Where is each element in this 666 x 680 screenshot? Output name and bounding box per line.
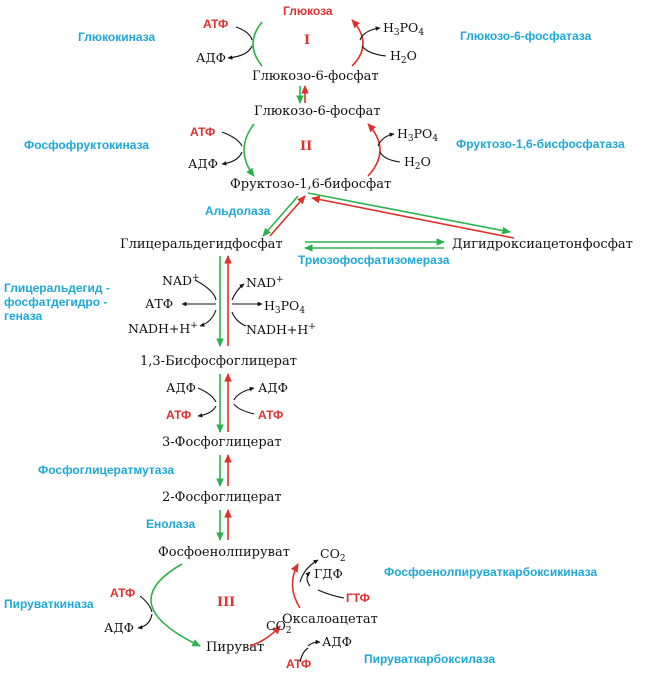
enzyme-pgm: Фосфоглицератмутаза (38, 463, 174, 477)
enzyme-pk: Пируваткиназа (4, 597, 94, 611)
atp-in-arrow (139, 595, 153, 613)
g6p-top-label: Глюкозо-6-фосфат (252, 69, 379, 84)
red-curve-pepck (290, 563, 301, 609)
atp-label: АТФ (203, 17, 228, 31)
phosphate-label: H3PO4 (397, 126, 438, 144)
atp-in-arrow (233, 403, 255, 415)
adp-label: АДФ (188, 156, 218, 171)
dhap-label: Дигидроксиацетонфосфат (452, 237, 633, 252)
nadh-out-arrow (199, 309, 217, 327)
adp-out-arrow (227, 45, 253, 60)
nad-out-arrow (231, 283, 245, 301)
pep-label: Фосфоенолпируват (158, 545, 290, 560)
nadh-right-label: NADH+H+ (246, 322, 316, 337)
pg2-label: 2-Фосфоглицерат (162, 490, 282, 505)
pg3-label: 3-Фосфоглицерат (162, 435, 282, 450)
pyruvate-label: Пируват (206, 640, 264, 655)
atp-in-arrow (299, 647, 309, 663)
arrow-aldolase-to-gap (262, 195, 299, 237)
arrow-gap-to-f16bp (269, 195, 306, 237)
water-label: H2O (390, 48, 417, 66)
enzyme-gapdh-line3: геназа (4, 309, 43, 323)
adp-out-arrow (137, 613, 153, 630)
nad-right-label: NAD+ (246, 275, 284, 290)
green-arc-pfk (243, 123, 255, 177)
glucose-label: Глюкоза (283, 4, 333, 18)
atp-label: АТФ (190, 125, 215, 139)
water-label: H2O (404, 154, 431, 172)
gap-label: Глицеральдегидфосфат (120, 237, 283, 252)
atp-left-label: АТФ (166, 408, 191, 422)
atp-left-label: АТФ (145, 296, 173, 311)
enzyme-pfk: Фосфофруктокиназа (24, 138, 149, 152)
red-arc-f16bpase (367, 123, 381, 177)
atp-label: АТФ (110, 586, 135, 600)
enzyme-f16bpase: Фруктозо-1,6-бисфосфатаза (456, 137, 625, 151)
atp-bottom-label: АТФ (286, 657, 311, 671)
co2-out-arrow (299, 559, 319, 583)
adp-bottom-label: АДФ (322, 634, 352, 649)
g6p-bottom-label: Глюкозо-6-фосфат (254, 104, 381, 119)
adp-out-arrow (221, 151, 243, 166)
oxaloacetate-label: Оксалоацетат (282, 612, 378, 627)
co2-top-label: CO2 (320, 546, 346, 564)
phosphate-out-arrow (377, 132, 395, 147)
atp-out-arrow (197, 405, 217, 418)
arrow-dhap-to-f16bp (311, 195, 515, 239)
enzyme-pepck: Фосфоенолпируваткарбоксикиназа (384, 565, 597, 579)
stage-two-label: II (300, 139, 312, 154)
nad-left-label: NAD+ (162, 273, 200, 288)
red-curve-pc (249, 625, 281, 647)
enzyme-gapdh-line1: Глицеральдегид - (4, 281, 110, 295)
phosphate-right-label: H3PO4 (264, 298, 305, 316)
stage-one-label: I (304, 33, 310, 48)
nadh-left-label: NADH+H+ (128, 321, 198, 336)
atp-in-arrow (235, 26, 253, 41)
adp-right-label: АДФ (258, 380, 288, 395)
water-in-arrow (379, 151, 401, 163)
enzyme-tpi: Триозофосфатизомераза (298, 253, 450, 267)
enzyme-glucokinase: Глюкокиназа (78, 30, 156, 44)
stage-three-label: III (217, 595, 235, 610)
adp-label: АДФ (196, 50, 226, 65)
adp-out-arrow (233, 386, 255, 401)
green-curve-pk (150, 563, 201, 647)
enzyme-pc: Пируваткарбоксилаза (364, 652, 496, 666)
red-arc-g6pase (351, 19, 364, 67)
gtp-in-arrow (317, 589, 345, 599)
f16bp-label: Фруктозо-1,6-бифосфат (230, 177, 391, 192)
adp-in-arrow (197, 387, 217, 403)
enzyme-g6pase: Глюкозо-6-фосфатаза (460, 29, 592, 43)
adp-out-arrow (307, 639, 321, 647)
enzyme-enolase: Енолаза (146, 517, 196, 531)
phosphate-label: H3PO4 (383, 20, 424, 38)
gdp-label: ГДФ (314, 566, 343, 581)
arrow-aldolase-to-dhap (307, 192, 511, 235)
gtp-label: ГТФ (346, 591, 370, 605)
enzyme-aldolase: Альдолаза (205, 204, 271, 218)
water-in-arrow (361, 45, 387, 57)
green-arc-glucokinase (252, 21, 263, 67)
nad-in-arrow (194, 279, 217, 301)
atp-right-label: АТФ (258, 408, 283, 422)
adp-label: АДФ (104, 620, 134, 635)
enzyme-gapdh-line2: фосфатдегидро - (4, 295, 107, 309)
bpg13-label: 1,3-Бисфосфоглицерат (140, 354, 297, 369)
atp-in-arrow (221, 131, 243, 147)
phosphate-out-arrow (359, 26, 381, 41)
adp-left-label: АДФ (166, 380, 196, 395)
co2-bottom-label: CO2 (266, 618, 292, 636)
gdp-out-arrow (305, 571, 311, 587)
nadh-in-arrow (231, 311, 247, 327)
